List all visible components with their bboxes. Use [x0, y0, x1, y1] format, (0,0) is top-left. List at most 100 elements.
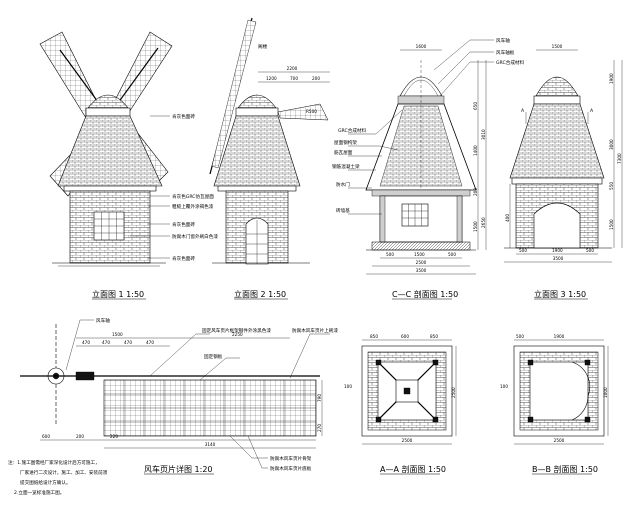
label-grc: GRC合成材料: [496, 59, 525, 66]
section-a-a: 850 600 850 2500 2500 100 A—A 剖面图 1:50: [344, 334, 457, 475]
dim-e3-500r: 500: [586, 248, 594, 253]
label-axle-plate: 风车轴板: [496, 49, 515, 56]
dim-e3-500l: 500: [519, 248, 527, 253]
label-brick-3: 肯灰色面砖: [172, 255, 195, 262]
note-line-2: 厂家进行二次设计，施工、加工、安装前须: [20, 469, 108, 476]
label-frame: 固定风车页片框架钢件外涂黑色漆: [202, 327, 271, 334]
label-beam: 钢筋混凝土梁: [332, 163, 360, 170]
elevation-2: 2200 1200 700 200 R500 阁楼 立面图 2 1:50: [209, 17, 330, 300]
label-note2: 防腐木风车页片底板: [270, 465, 312, 472]
dim-b-270: 270: [317, 424, 322, 432]
dim-1200: 1200: [266, 76, 277, 81]
label-grc-2: GRC合成材料: [338, 127, 367, 134]
dim-200: 200: [473, 188, 478, 196]
label-grc-roof: 肯灰色GRC仿瓦屋面: [172, 193, 214, 200]
label-door: 防腐木门窗外刷白色漆: [172, 233, 218, 240]
dim-2500: 2500: [416, 260, 427, 265]
title-elevation-2: 立面图 2 1:50: [234, 289, 286, 299]
dim-700: 700: [290, 76, 298, 81]
note-line-1: 注：1.施工图需经厂家深化设计后方可施工，: [8, 459, 100, 466]
note-line-4: 2.立面一览标准施工图。: [14, 489, 64, 496]
tile-roof: [57, 115, 163, 187]
dim-b-470b: 470: [102, 340, 110, 345]
title-blade: 风车页片详图 1:20: [144, 464, 213, 474]
dim-500b: 500: [448, 252, 456, 257]
label-a-right: A: [590, 108, 594, 114]
title-elevation-3: 立面图 3 1:50: [534, 289, 586, 299]
label-shaft: 风车轴: [96, 317, 110, 324]
dim-b-1500: 1500: [112, 332, 123, 337]
dim-2650r: 2650: [481, 217, 486, 228]
section-b-b: 1900 500 2500 100 1000 B—B 剖面图 1:50: [500, 334, 609, 475]
dim-500a: 500: [386, 252, 394, 257]
dim-3500: 3500: [416, 268, 427, 273]
dim-1500: 1500: [414, 252, 425, 257]
dim-650: 650: [473, 102, 478, 110]
dim-200: 200: [312, 76, 320, 81]
label-a-left: A: [521, 108, 525, 114]
section-c-c: 1600 500 1500 500 2500 3500 650 1400 200…: [332, 37, 525, 300]
dim-r500: R500: [306, 109, 317, 114]
note-line-3: 提交图纸给设计方确认。: [20, 479, 71, 486]
dim-e3-3500: 3500: [553, 256, 564, 261]
label-attic: 阁楼: [258, 43, 268, 50]
dim-b-600: 600: [42, 434, 50, 439]
dim-b-470c: 470: [124, 340, 132, 345]
dim-a-100: 100: [344, 384, 352, 389]
dim-e3-400: 400: [505, 214, 510, 222]
dim-b2-1000: 1000: [603, 387, 608, 398]
dim-1500r: 1500: [473, 221, 478, 232]
dim-1600: 1600: [416, 44, 427, 49]
label-blade: 防腐木风车页片上刷漆: [292, 327, 338, 334]
tail-vane: [277, 103, 329, 121]
dim-b-3140: 3140: [205, 442, 216, 447]
dim-e3-1900: 1900: [609, 73, 614, 84]
dim-e3-1500b: 1500: [609, 219, 614, 230]
dim-b2-100: 100: [500, 384, 508, 389]
dim-b2-500: 500: [516, 334, 524, 339]
dim-3010: 3010: [481, 129, 486, 140]
dim-e3-3000: 3000: [609, 139, 614, 150]
dim-b2-2500: 2500: [554, 438, 565, 443]
label-door-c: 防水门: [336, 181, 350, 188]
dim-b-790: 790: [317, 394, 322, 402]
label-wood-plate: 固定钢板: [204, 353, 223, 360]
dim-e3-7300: 7300: [617, 153, 622, 164]
notes: 注：1.施工图需经厂家深化设计后方可施工， 厂家进行二次设计，施工、加工、安装前…: [8, 459, 108, 496]
dim-e3-550: 550: [609, 182, 614, 190]
dim-b-470d: 470: [146, 340, 154, 345]
blade-detail: 1500 2250 470 470 470 470 600 200 220 31…: [20, 317, 338, 475]
label-brick: 肯灰色面砖: [172, 113, 195, 120]
label-tile: 筋瓦屋面: [334, 149, 353, 156]
title-section-c: C—C 剖面图 1:50: [392, 289, 458, 299]
dim-a-850: 850: [370, 334, 378, 339]
dim-a-600: 600: [401, 334, 409, 339]
dim-b-220: 220: [110, 434, 118, 439]
dim-a-850b: 850: [430, 334, 438, 339]
dim-e3-1900b: 1900: [552, 248, 563, 253]
title-section-b: B—B 剖面图 1:50: [532, 464, 598, 474]
elevation-1: 肯灰色面砖 肯灰色GRC仿瓦屋面 粗糙上覆外涂褐色漆 肯灰色面砖 防腐木门窗外刷…: [39, 31, 218, 300]
elev1-leaders: [130, 115, 170, 259]
label-clay: 粗糙上覆外涂褐色漆: [172, 203, 214, 210]
eave-band: [63, 185, 157, 192]
label-roof-frame: 屋面钢构架: [334, 139, 357, 146]
dim-b-470a: 470: [82, 340, 90, 345]
dim-b-200: 200: [76, 434, 84, 439]
label-brick-2: 肯灰色面砖: [172, 221, 195, 228]
title-section-a: A—A 剖面图 1:50: [380, 464, 446, 474]
cap-band: [85, 107, 131, 117]
dim-a-2500v: 2500: [451, 387, 456, 398]
elevation-3: A A 1500 500 1900 500 3500 1900 3000 550…: [504, 44, 623, 300]
dim-1400: 1400: [473, 145, 478, 156]
label-note1: 防腐木风车页片骨架: [270, 455, 312, 462]
title-elevation-1: 立面图 1 1:50: [92, 289, 144, 299]
dim-e3-1500: 1500: [552, 44, 563, 49]
dim-2200: 2200: [287, 66, 298, 71]
dim-a-2500: 2500: [402, 438, 413, 443]
dim-b2-1900: 1900: [554, 334, 565, 339]
dim-b-2250: 2250: [232, 332, 243, 337]
label-axle: 风车轴: [496, 37, 510, 44]
